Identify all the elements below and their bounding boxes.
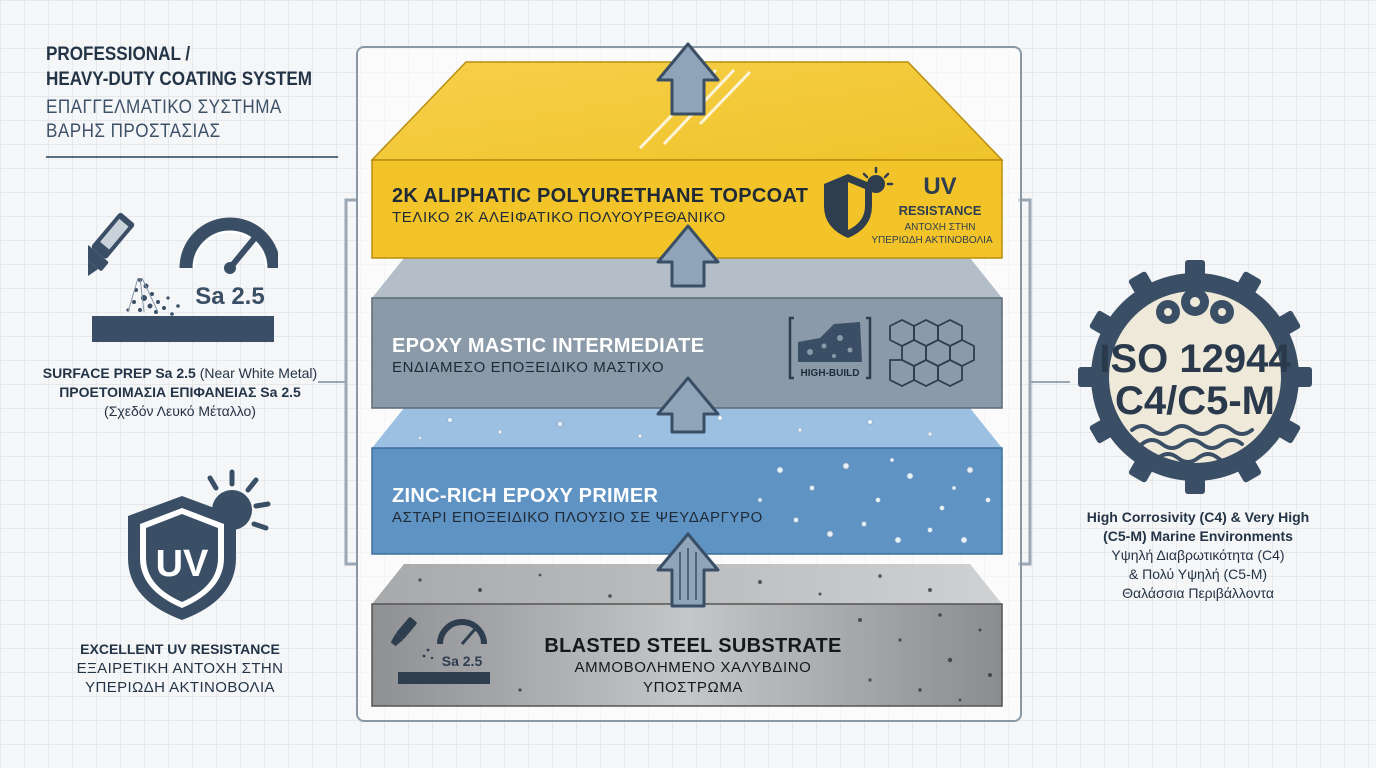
- topcoat-uv-icon: [824, 166, 894, 238]
- iso-desc-1: High Corrosivity (C4) & Very High: [1086, 509, 1310, 525]
- uv-caption: EXCELLENT UV RESISTANCE ΕΞΑΙΡΕΤΙΚΗ ΑΝΤΟΧ…: [30, 640, 330, 697]
- intermediate-greek: ΕΝΔΙΑΜΕΣΟ ΕΠΟΞΕΙΔΙΚΟ ΜΑΣΤΙΧΟ: [392, 359, 665, 376]
- substrate-sa-label: Sa 2.5: [442, 653, 483, 669]
- primer-greek: ΑΣΤΑΡΙ ΕΠΟΞΕΙΔΙΚΟ ΠΛΟΥΣΙΟ ΣΕ ΨΕΥΔΑΡΓΥΡΟ: [392, 509, 763, 526]
- layer-topcoat: UV RESISTANCE ΑΝΤΟΧΗ ΣΤΗΝ ΥΠΕΡΙΩΔΗ ΑΚΤΙΝ…: [370, 61, 1004, 259]
- intermediate-label: EPOXY MASTIC INTERMEDIATE ΕΝΔΙΑΜΕΣΟ ΕΠΟΞ…: [392, 334, 704, 378]
- molecule-icon: [889, 318, 975, 388]
- uv-caption-greek-2: ΥΠΕΡΙΩΔΗ ΑΚΤΙΝΟΒΟΛΙΑ: [85, 679, 275, 696]
- surface-prep-title: SURFACE PREP Sa 2.5: [42, 365, 196, 381]
- layer-primer: [371, 408, 1003, 555]
- uv-caption-title: EXCELLENT UV RESISTANCE: [80, 641, 280, 657]
- topcoat-badge-sub: RESISTANCE: [899, 203, 982, 218]
- title-divider: [46, 156, 338, 158]
- intermediate-title: EPOXY MASTIC INTERMEDIATE: [392, 335, 705, 357]
- high-build-label: HIGH-BUILD: [801, 368, 860, 379]
- arrow-up-2: [656, 224, 720, 288]
- system-title: PROFESSIONAL / HEAVY-DUTY COATING SYSTEM…: [46, 42, 346, 144]
- title-greek: ΕΠΑΓΓΕΛΜΑΤΙΚΟ ΣΥΣΤΗΜΑ ΒΑΡΗΣ ΠΡΟΣΤΑΣΙΑΣ: [46, 97, 282, 142]
- surface-prep-note: (Near White Metal): [195, 365, 318, 381]
- uv-shield-text: UV: [156, 543, 209, 585]
- iso-line-2: C4/C5-M: [1115, 379, 1275, 423]
- topcoat-badge-greek-1: ΑΝΤΟΧΗ ΣΤΗΝ: [904, 222, 975, 233]
- uv-shield-icon: UV: [128, 469, 271, 620]
- surface-prep-greek-note: (Σχεδόν Λευκό Μέταλλο): [104, 403, 256, 419]
- layer-substrate: Sa 2.5: [371, 564, 1003, 707]
- iso-desc-4: & Πολύ Υψηλή (C5-M): [1128, 566, 1268, 582]
- surface-prep-icon: Sa 2.5: [88, 212, 278, 342]
- iso-line-1: ISO 12944: [1099, 337, 1291, 381]
- iso-desc-2: (C5-M) Marine Environments: [1103, 528, 1293, 544]
- topcoat-label: 2K ALIPHATIC POLYURETHANE TOPCOAT ΤΕΛΙΚΟ…: [392, 184, 808, 228]
- iso-caption: High Corrosivity (C4) & Very High (C5-M)…: [1060, 508, 1336, 603]
- substrate-greek: ΑΜΜΟΒΟΛΗΜΕΝΟ ΧΑΛΥΒΔΙΝΟ ΥΠΟΣΤΡΩΜΑ: [574, 659, 812, 696]
- topcoat-greek: ΤΕΛΙΚΟ 2Κ ΑΛΕΙΦΑΤΙΚΟ ΠΟΛΥΟΥΡΕΘΑΝΙΚΟ: [392, 209, 726, 226]
- substrate-title: BLASTED STEEL SUBSTRATE: [544, 635, 842, 657]
- sa-gauge-label: Sa 2.5: [195, 283, 264, 310]
- surface-prep-caption: SURFACE PREP Sa 2.5 (Near White Metal) Π…: [30, 364, 330, 421]
- iso-desc-5: Θαλάσσια Περιβάλλοντα: [1122, 585, 1274, 601]
- uv-caption-greek-1: ΕΞΑΙΡΕΤΙΚΗ ΑΝΤΟΧΗ ΣΤΗΝ: [76, 660, 284, 677]
- topcoat-title: 2K ALIPHATIC POLYURETHANE TOPCOAT: [392, 185, 809, 207]
- arrow-up-top: [656, 42, 720, 116]
- surface-prep-greek: ΠΡΟΕΤΟΙΜΑΣΙΑ ΕΠΙΦΑΝΕΙΑΣ Sa 2.5: [59, 384, 301, 400]
- substrate-sa-icon: Sa 2.5: [390, 617, 490, 684]
- circuit-lines: [679, 548, 697, 600]
- arrow-up-3: [656, 376, 720, 434]
- primer-label: ZINC-RICH EPOXY PRIMER ΑΣΤΑΡΙ ΕΠΟΞΕΙΔΙΚΟ…: [392, 484, 763, 528]
- substrate-label: BLASTED STEEL SUBSTRATE ΑΜΜΟΒΟΛΗΜΕΝΟ ΧΑΛ…: [528, 634, 858, 698]
- iso-seal: ISO 12944 C4/C5-M: [1078, 260, 1312, 494]
- primer-title: ZINC-RICH EPOXY PRIMER: [392, 485, 659, 507]
- upward-arrows: [656, 42, 720, 608]
- high-build-icon: HIGH-BUILD: [788, 316, 872, 380]
- iso-desc-3: Υψηλή Διαβρωτικότητα (C4): [1111, 547, 1285, 563]
- topcoat-badge-title: UV: [923, 173, 956, 200]
- title-english: PROFESSIONAL / HEAVY-DUTY COATING SYSTEM: [46, 44, 313, 90]
- topcoat-badge-greek-2: ΥΠΕΡΙΩΔΗ ΑΚΤΙΝΟΒΟΛΙΑ: [871, 235, 993, 246]
